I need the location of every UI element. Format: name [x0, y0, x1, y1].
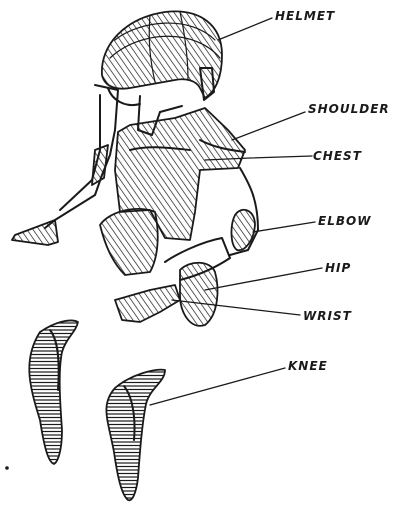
helmet-leader [218, 18, 272, 40]
label-chest: CHEST [313, 149, 362, 163]
hip-leader [205, 268, 322, 290]
knee-pads-drawing [5, 320, 165, 500]
shoulder-leader [232, 112, 305, 140]
label-shoulder: SHOULDER [308, 102, 390, 116]
label-knee: KNEE [288, 359, 328, 373]
label-wrist: WRIST [303, 309, 352, 323]
elbow-leader [253, 222, 315, 232]
part-labels: HELMET SHOULDER CHEST ELBOW HIP WRIST KN… [275, 9, 390, 373]
knee-leader [150, 368, 285, 405]
label-hip: HIP [325, 261, 351, 275]
label-elbow: ELBOW [318, 214, 371, 228]
label-helmet: HELMET [275, 9, 335, 23]
